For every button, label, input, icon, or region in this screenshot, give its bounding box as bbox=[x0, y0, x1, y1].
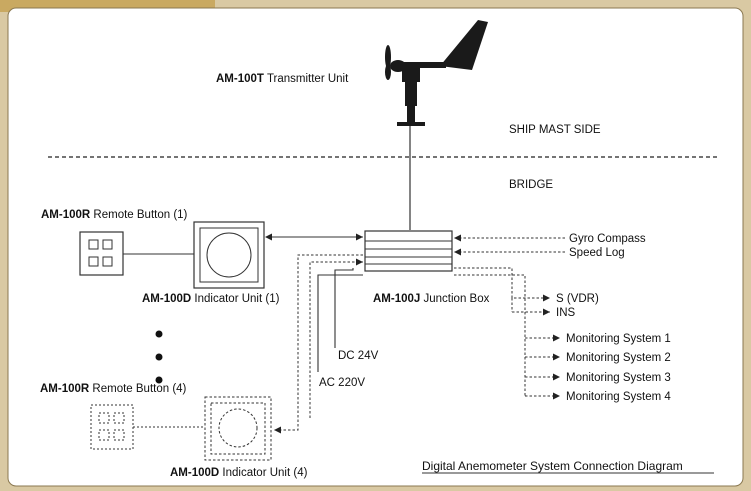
remote-button-4-icon bbox=[90, 404, 134, 450]
diagram-caption: Digital Anemometer System Connection Dia… bbox=[422, 459, 683, 473]
output-label: S (VDR) bbox=[556, 293, 599, 305]
transmitter-label: AM-100T Transmitter Unit bbox=[216, 73, 349, 85]
bridge-label: BRIDGE bbox=[509, 179, 553, 191]
indicator-4-label: AM-100D Indicator Unit (4) bbox=[170, 467, 308, 479]
ellipsis-dot bbox=[155, 376, 163, 384]
remote-button-1-icon bbox=[79, 231, 124, 276]
output-label: Monitoring System 2 bbox=[566, 352, 671, 364]
output-label: INS bbox=[556, 307, 576, 319]
indicator-unit-4-icon bbox=[204, 396, 272, 461]
indicator-1-label: AM-100D Indicator Unit (1) bbox=[142, 293, 280, 305]
output-label: Monitoring System 3 bbox=[566, 372, 671, 384]
input-label: Speed Log bbox=[569, 247, 625, 259]
ellipsis-dot bbox=[155, 353, 163, 361]
ellipsis-dot bbox=[155, 330, 163, 338]
transmitter-icon bbox=[385, 20, 488, 126]
indicator-4-link-in bbox=[309, 258, 363, 418]
output-lines bbox=[454, 267, 560, 400]
ac-power-label: AC 220V bbox=[319, 377, 365, 389]
junction-box-icon bbox=[364, 230, 453, 272]
indicator-unit-1-icon bbox=[193, 221, 265, 289]
output-label: Monitoring System 1 bbox=[566, 333, 671, 345]
junction-box-label: AM-100J Junction Box bbox=[373, 293, 490, 305]
dc-power-label: DC 24V bbox=[338, 350, 379, 362]
ac-power-line bbox=[317, 274, 363, 372]
remote-button-1-label: AM-100R Remote Button (1) bbox=[41, 209, 188, 221]
indicator-4-link-out bbox=[274, 254, 363, 434]
dc-power-line bbox=[334, 268, 354, 348]
output-label: Monitoring System 4 bbox=[566, 391, 671, 403]
remote-button-4-label: AM-100R Remote Button (4) bbox=[40, 383, 187, 395]
input-label: Gyro Compass bbox=[569, 233, 646, 245]
mast-side-label: SHIP MAST SIDE bbox=[509, 124, 601, 136]
